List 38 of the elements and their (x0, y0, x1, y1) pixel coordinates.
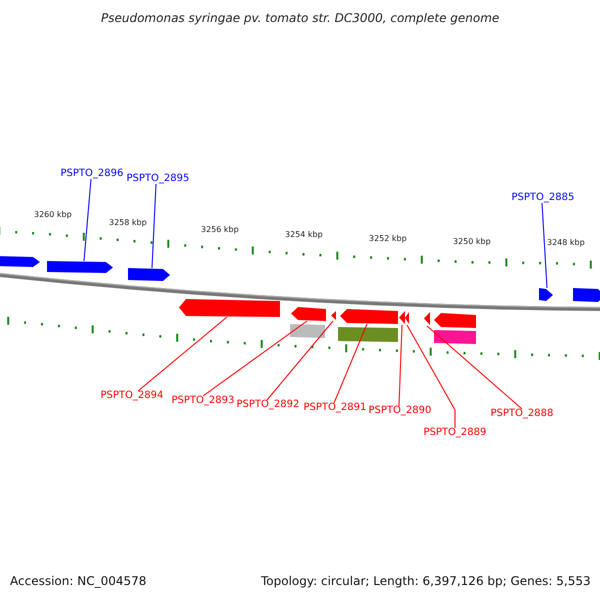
gene-label: PSPTO_2889 (424, 428, 486, 438)
scale-label: 3250 kbp (453, 238, 491, 246)
gene-label: PSPTO_2895 (126, 174, 190, 184)
leader-line (398, 324, 402, 406)
gene-label: PSPTO_2896 (60, 169, 124, 179)
leader-line (542, 202, 548, 288)
gene-bar (47, 261, 113, 273)
gene-label: PSPTO_2891 (304, 403, 366, 413)
footer-text: Topology: circular; Length: 6,397,126 bp; Genes: 5,553 (261, 575, 591, 587)
footer-text: Accession: NC_004578 (10, 575, 146, 587)
gene-bar (405, 312, 409, 325)
gene-bar (179, 299, 280, 317)
scale-label: 3256 kbp (201, 226, 239, 234)
scale-label: 3252 kbp (369, 235, 407, 243)
leader-line (334, 324, 368, 404)
scale-label: 3254 kbp (285, 231, 323, 239)
gene-bar (331, 311, 336, 321)
scale-label: 3248 kbp (547, 239, 585, 247)
leader-line (266, 320, 334, 400)
leader-line (152, 184, 156, 268)
gene-bar (128, 268, 170, 281)
leader-line (84, 178, 92, 262)
diagram-title: Pseudomonas syringae pv. tomato str. DC3000, complete genome (101, 12, 500, 24)
gene-label: PSPTO_2888 (490, 409, 554, 419)
gene-label: PSPTO_2885 (512, 193, 574, 203)
leader-line (406, 324, 456, 428)
gene-label: PSPTO_2890 (368, 406, 432, 416)
gene-label: PSPTO_2894 (100, 391, 164, 401)
leader-line (202, 320, 308, 396)
gene-bar (539, 288, 553, 301)
gene-label: PSPTO_2892 (236, 400, 300, 410)
gene-bar (424, 312, 430, 326)
scale-label: 3260 kbp (34, 211, 72, 219)
leader-line (138, 316, 228, 392)
scale-label: 3258 kbp (109, 219, 147, 227)
gene-bar (291, 307, 326, 321)
gene-label: PSPTO_2893 (172, 396, 234, 406)
leader-line (426, 326, 522, 410)
